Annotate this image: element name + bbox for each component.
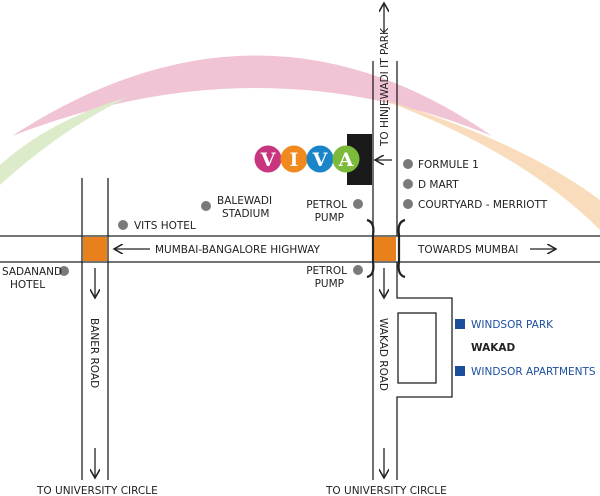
sadanand-dot	[59, 266, 69, 276]
petrol-bottom-label-2: PUMP	[315, 278, 344, 290]
wakad-road-right-edge-bottom	[396, 262, 453, 480]
windsor-park-marker	[455, 319, 465, 329]
sadanand-label-1: SADANAND	[2, 266, 62, 278]
courtyard-label: COURTYARD - MERRIOTT	[418, 199, 548, 211]
wakad-block	[397, 312, 437, 384]
vits-dot	[118, 220, 128, 230]
viva-logo-letter: A	[338, 149, 354, 171]
bracket-left	[366, 218, 375, 279]
viva-logo-letter: V	[312, 149, 329, 171]
towards-mumbai-label: TOWARDS MUMBAI	[417, 244, 518, 256]
to-hinjewadi-label: TO HINJEWADI IT PARK	[379, 27, 391, 147]
balewadi-label-1: BALEWADI	[217, 195, 272, 207]
viva-logo-circle	[280, 145, 308, 173]
dmart-label: D MART	[418, 179, 459, 191]
viva-logo-letter: V	[260, 149, 277, 171]
balewadi-label-2: STADIUM	[222, 208, 269, 220]
formule1-label: FORMULE 1	[418, 159, 479, 171]
pink-arc	[12, 55, 492, 136]
petrol-top-label-1: PETROL	[306, 199, 347, 211]
baner-road-label: BANER ROAD	[88, 318, 100, 388]
to-university-right-label: TO UNIVERSITY CIRCLE	[325, 485, 447, 496]
junction-wakad	[374, 237, 396, 261]
balewadi-dot	[201, 201, 211, 211]
sadanand-label-2: HOTEL	[10, 279, 45, 291]
viva-logo-letter: I	[290, 149, 299, 171]
wakad-label: WAKAD	[471, 342, 515, 354]
bracket-right	[397, 218, 406, 279]
dmart-dot	[403, 179, 413, 189]
wakad-road-label: WAKAD ROAD	[377, 318, 389, 391]
viva-logo-circle	[332, 145, 360, 173]
to-university-left-label: TO UNIVERSITY CIRCLE	[36, 485, 158, 496]
viva-logo-circle	[254, 145, 282, 173]
petrol-top-dot	[353, 199, 363, 209]
windsor-apartments-marker	[455, 366, 465, 376]
windsor-park-label: WINDSOR PARK	[471, 319, 554, 331]
petrol-bottom-dot	[353, 265, 363, 275]
formule1-dot	[403, 159, 413, 169]
courtyard-dot	[403, 199, 413, 209]
petrol-top-label-2: PUMP	[315, 212, 344, 224]
junction-baner	[83, 237, 107, 261]
petrol-bottom-label-1: PETROL	[306, 265, 347, 277]
windsor-apartments-label: WINDSOR APARTMENTS	[471, 366, 596, 378]
highway-label: MUMBAI-BANGALORE HIGHWAY	[155, 244, 320, 256]
viva-logo-circle	[306, 145, 334, 173]
vits-label: VITS HOTEL	[134, 220, 196, 232]
